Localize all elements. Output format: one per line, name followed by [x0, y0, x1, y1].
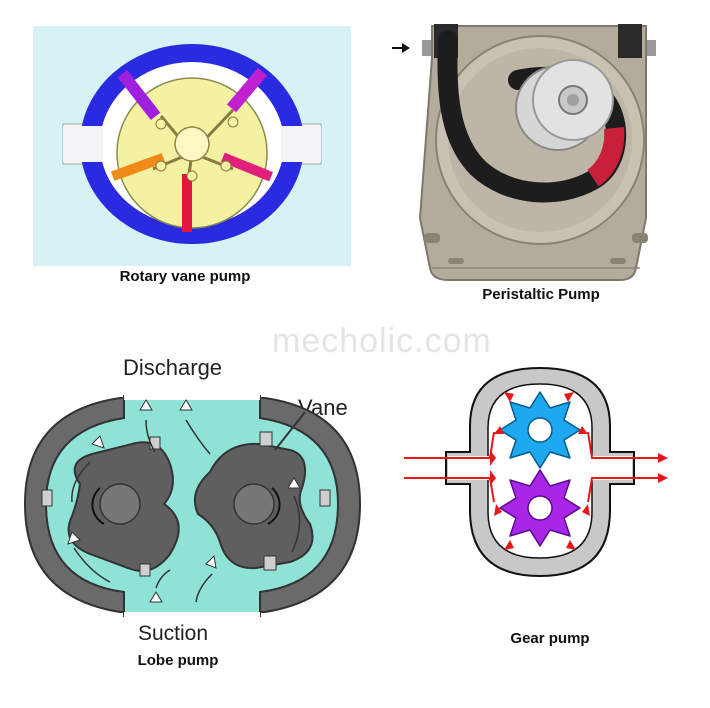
gear-pump-caption: Gear pump: [500, 630, 600, 647]
watermark-text: mecholic.com: [272, 322, 492, 361]
discharge-label: Discharge: [123, 355, 222, 381]
lobe-pump-figure: [20, 392, 365, 620]
suction-label: Suction: [138, 622, 208, 646]
rotary-vane-pump-figure: [33, 26, 351, 266]
peristaltic-pump-figure: [388, 18, 660, 290]
gear-pump-figure: [404, 362, 674, 584]
peristaltic-pump-caption: Peristaltic Pump: [470, 286, 612, 303]
rotary-vane-pump-caption: Rotary vane pump: [110, 268, 260, 285]
lobe-pump-caption: Lobe pump: [122, 652, 234, 669]
